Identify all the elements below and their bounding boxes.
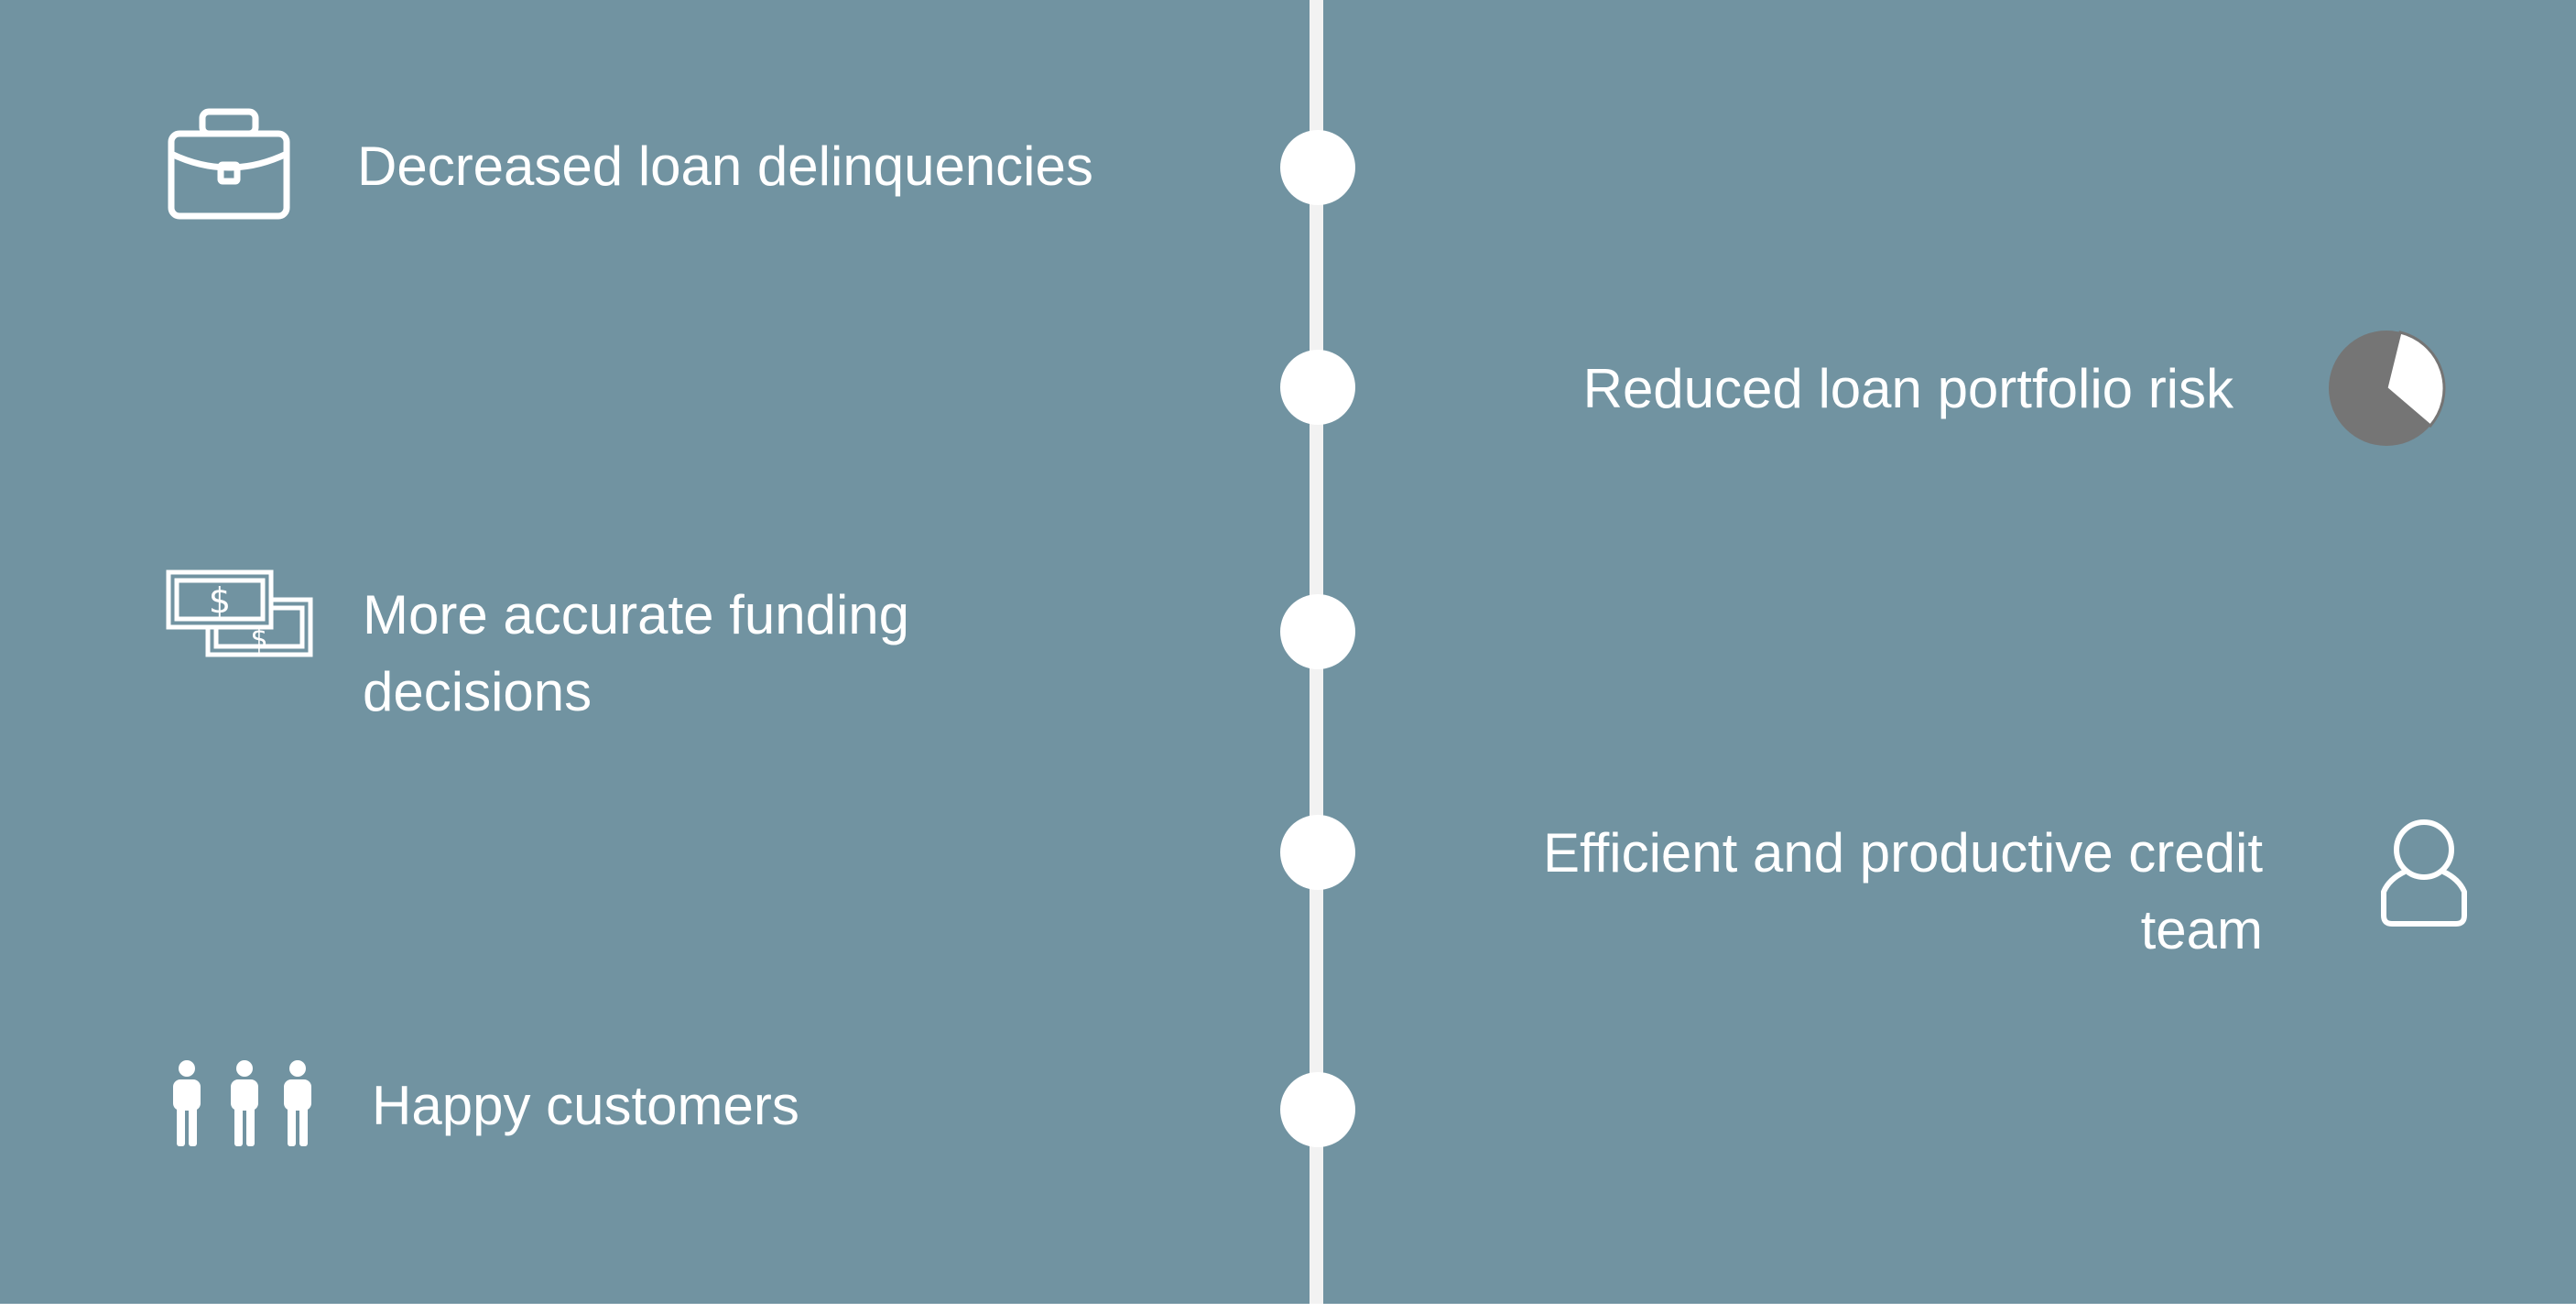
item-label: Reduced loan portfolio risk [1582,358,2234,419]
timeline-node [1280,1072,1355,1147]
user-icon [2376,817,2472,928]
briefcase-icon [168,108,290,220]
timeline-node [1280,130,1355,205]
item-label: More accurate funding decisions [363,584,910,722]
svg-text:$: $ [250,623,267,656]
pie-chart-icon [2327,329,2446,448]
timeline-node [1280,594,1355,669]
money-bills-icon: $ $ [166,569,314,659]
people-icon [168,1060,321,1148]
item-label: Happy customers [372,1075,799,1136]
item-label: Decreased loan delinquencies [357,136,1093,197]
timeline-node [1280,350,1355,425]
item-label: Efficient and productive credit team [1542,822,2263,960]
timeline-node [1280,815,1355,890]
svg-text:$: $ [209,580,231,621]
